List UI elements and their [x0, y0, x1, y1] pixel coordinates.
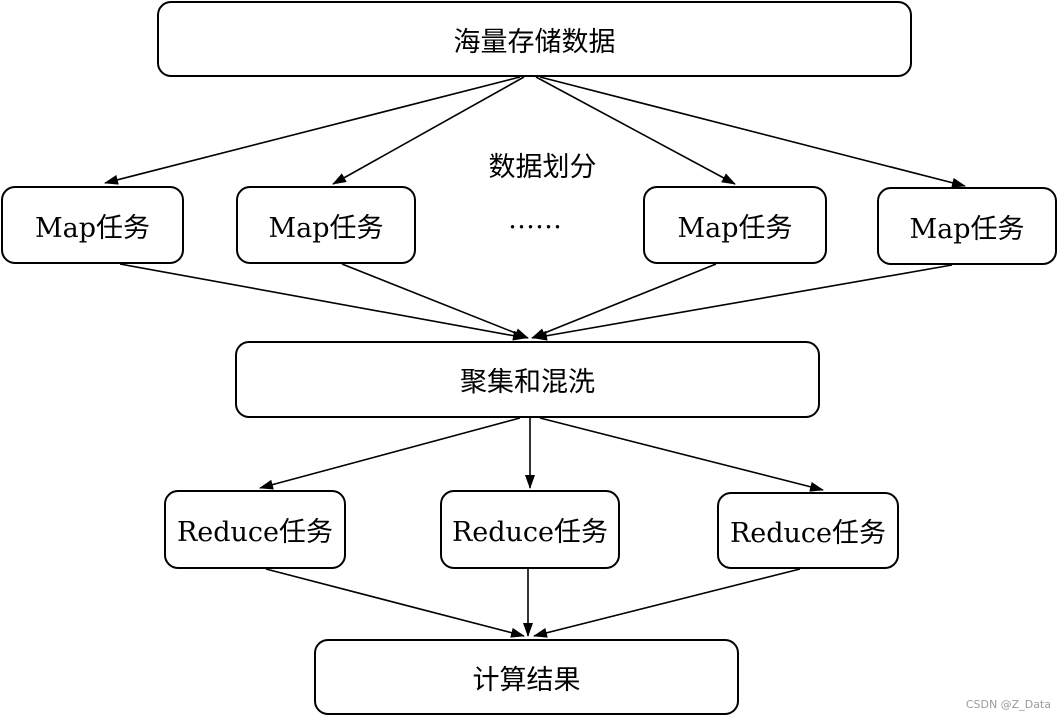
arrow-map-3-to-shuffle — [531, 263, 717, 339]
reduce-task-node-2: Reduce任务 — [440, 490, 620, 569]
result-node: 计算结果 — [314, 639, 739, 715]
watermark-text: CSDN @Z_Data — [965, 698, 1051, 711]
map-task-label: Map任务 — [34, 212, 151, 244]
arrow-reduce-3-to-result — [533, 568, 801, 638]
map-task-node-2: Map任务 — [236, 186, 416, 264]
arrow-map-1-to-shuffle — [119, 263, 527, 341]
map-task-node-3: Map任务 — [643, 186, 827, 264]
reduce-task-node-3: Reduce任务 — [717, 492, 899, 569]
map-task-label: Map任务 — [677, 212, 793, 244]
arrow-source-to-map-3 — [535, 76, 736, 185]
reduce-task-node-1: Reduce任务 — [164, 490, 346, 569]
arrow-shuffle-to-reduce-1 — [259, 417, 521, 490]
reduce-task-label: Reduce任务 — [729, 518, 887, 549]
split-label: 数据划分 — [488, 152, 597, 183]
map-task-label: Map任务 — [268, 212, 384, 244]
shuffle-node: 聚集和混洗 — [235, 341, 820, 418]
arrow-shuffle-to-reduce-3 — [539, 417, 824, 492]
map-task-node-4: Map任务 — [877, 187, 1057, 265]
arrow-source-to-map-4 — [539, 76, 966, 188]
shuffle-label: 聚集和混洗 — [460, 367, 595, 398]
arrow-source-to-map-1 — [104, 76, 521, 185]
source-label: 海量存储数据 — [453, 26, 616, 58]
arrow-source-to-map-2 — [332, 76, 525, 185]
map-task-node-1: Map任务 — [1, 186, 184, 264]
reduce-task-label: Reduce任务 — [176, 517, 334, 548]
arrow-map-4-to-shuffle — [533, 264, 953, 341]
map-task-label: Map任务 — [909, 213, 1025, 245]
arrow-reduce-1-to-result — [265, 568, 525, 638]
arrow-map-2-to-shuffle — [341, 263, 529, 339]
result-label: 计算结果 — [472, 664, 581, 696]
reduce-task-label: Reduce任务 — [451, 517, 609, 548]
source-node: 海量存储数据 — [157, 1, 912, 77]
ellipsis-label: …… — [508, 204, 562, 235]
